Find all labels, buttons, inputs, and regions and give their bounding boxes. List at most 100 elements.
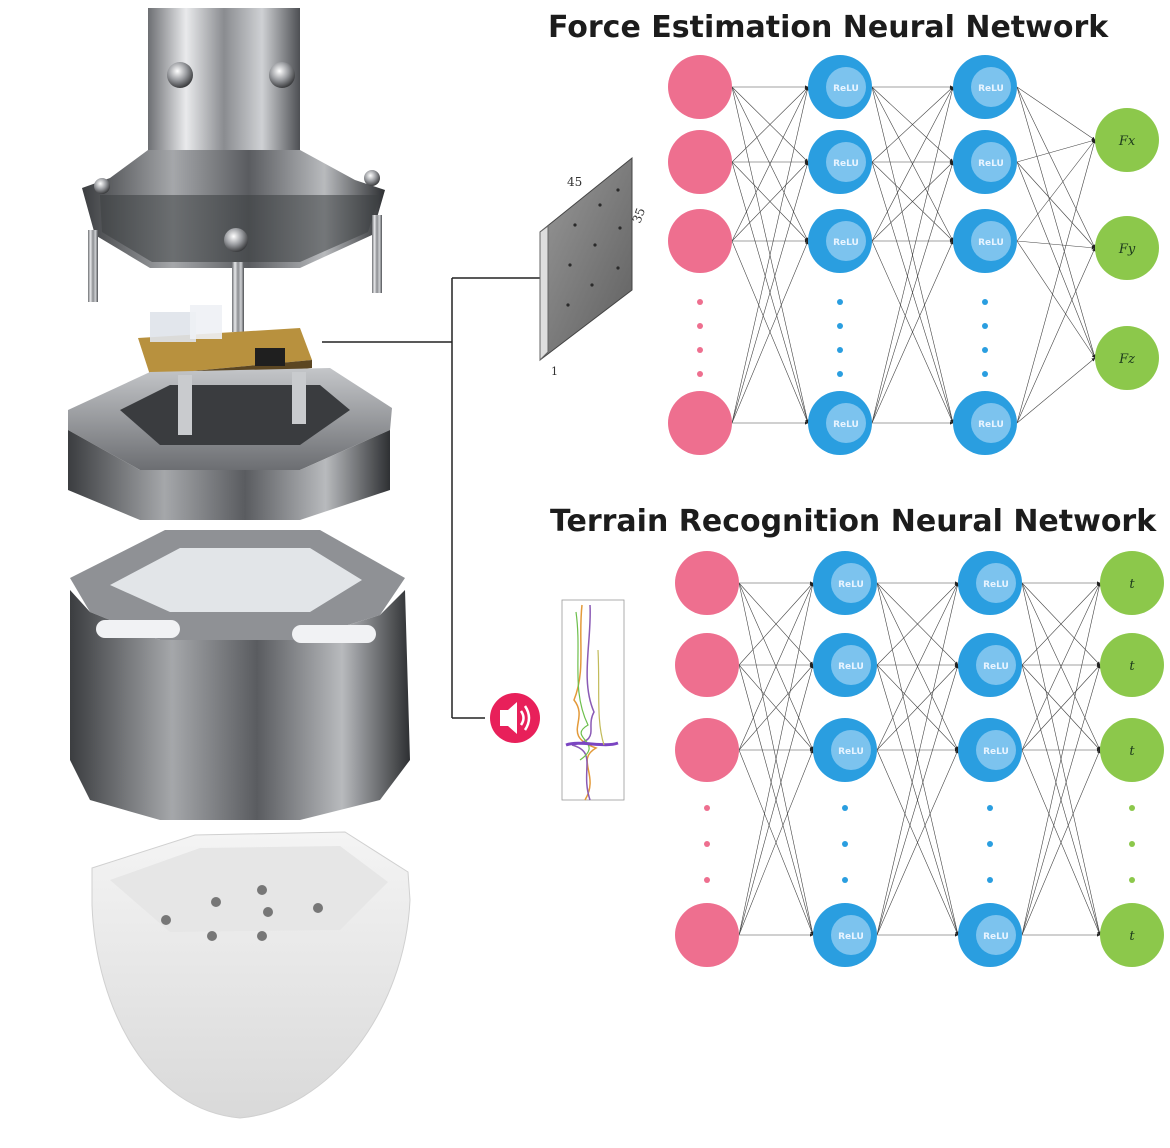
input-node — [668, 209, 732, 273]
network-edge — [1016, 86, 1096, 141]
hidden-node-label: ReLU — [978, 159, 1004, 169]
network-edge — [731, 86, 809, 242]
ellipsis-dot — [987, 841, 993, 847]
hidden-node-core — [826, 142, 866, 182]
network-edge — [1016, 240, 1096, 250]
hidden-node-core — [831, 563, 871, 603]
input-node — [668, 130, 732, 194]
robot-foot-assembly — [68, 8, 411, 1119]
network-edge — [871, 161, 954, 242]
network-edge — [731, 161, 809, 242]
output-node-label: t — [1129, 744, 1135, 759]
output-node-label: t — [1129, 929, 1135, 944]
network-edge — [1016, 161, 1096, 249]
hidden-node-label: ReLU — [833, 420, 859, 430]
ellipsis-dot — [1129, 805, 1135, 811]
ellipsis-dot — [704, 805, 710, 811]
network-edge — [1016, 161, 1096, 359]
output-node — [1095, 108, 1159, 172]
network-edge — [876, 582, 960, 936]
network-edge — [731, 161, 809, 424]
guide-pin — [232, 262, 244, 332]
hidden-node-core — [976, 730, 1016, 770]
network-edge — [871, 86, 954, 424]
ellipsis-dot — [697, 323, 703, 329]
network-edge — [1016, 240, 1096, 359]
hidden-node-label: ReLU — [978, 238, 1004, 248]
ellipsis-dot — [837, 347, 843, 353]
ellipsis-dot — [1129, 841, 1135, 847]
hidden-node-core — [826, 67, 866, 107]
network-edge — [731, 86, 809, 163]
ellipsis-dot — [697, 347, 703, 353]
hidden-node-core — [976, 915, 1016, 955]
hidden-node-label: ReLU — [983, 580, 1009, 590]
network-edge — [871, 240, 954, 424]
ellipsis-dot — [697, 371, 703, 377]
network-edge — [1021, 582, 1101, 751]
network-edge — [1021, 664, 1101, 751]
connector-lines — [322, 277, 540, 719]
network-edge — [876, 664, 959, 936]
load-cup — [70, 530, 410, 820]
network-edge — [738, 664, 814, 936]
hidden-node-label: ReLU — [983, 747, 1009, 757]
network-edge — [738, 582, 814, 666]
ellipsis-dot — [987, 805, 993, 811]
hidden-node-label: ReLU — [983, 662, 1009, 672]
hidden-node-label: ReLU — [983, 932, 1009, 942]
ellipsis-dot — [837, 371, 843, 377]
hidden-node-core — [826, 403, 866, 443]
output-node — [1100, 551, 1164, 615]
network-edge — [1016, 139, 1096, 424]
ellipsis-dot — [982, 299, 988, 305]
network-edges — [731, 85, 1096, 425]
network-edge — [1016, 86, 1096, 249]
image-depth-label: 1 — [551, 365, 558, 378]
network-edge — [876, 749, 959, 936]
hidden-node-label: ReLU — [833, 159, 859, 169]
ellipsis-dot — [697, 299, 703, 305]
network-edge — [1016, 139, 1096, 163]
hidden-node-label: ReLU — [838, 580, 864, 590]
ellipsis-dot — [842, 841, 848, 847]
tactile-image-input: 45 35 1 — [539, 156, 648, 378]
sensor-housing — [68, 368, 392, 520]
input-node — [668, 55, 732, 119]
force-network-title: Force Estimation Neural Network — [548, 10, 1109, 45]
bolt-icon — [224, 228, 248, 252]
hidden-node-core — [831, 645, 871, 685]
bolt-icon — [269, 62, 295, 88]
ellipsis-dot — [837, 323, 843, 329]
output-node-label: t — [1129, 659, 1135, 674]
hidden-node-core — [976, 563, 1016, 603]
hidden-node-label: ReLU — [833, 238, 859, 248]
output-node-label: t — [1129, 577, 1135, 592]
hidden-node-core — [971, 67, 1011, 107]
network-edge — [738, 664, 814, 751]
network-edge — [1021, 582, 1102, 936]
network-edges — [738, 581, 1102, 937]
hidden-node-core — [971, 221, 1011, 261]
ellipsis-dot — [1129, 877, 1135, 883]
network-edge — [871, 161, 954, 424]
ellipsis-dot — [842, 805, 848, 811]
network-edge — [1016, 357, 1096, 424]
image-width-label: 45 — [567, 175, 582, 189]
input-node — [675, 633, 739, 697]
output-node-label: Fy — [1118, 242, 1136, 257]
input-node — [668, 391, 732, 455]
hidden-node-label: ReLU — [833, 84, 859, 94]
network-edge — [731, 240, 809, 424]
network-edge — [871, 86, 954, 242]
ellipsis-dot — [982, 371, 988, 377]
output-node — [1100, 718, 1164, 782]
network-edge — [738, 582, 814, 751]
network-edge — [738, 749, 814, 936]
bolt-icon — [364, 170, 380, 186]
ellipsis-dot — [982, 347, 988, 353]
input-node — [675, 718, 739, 782]
